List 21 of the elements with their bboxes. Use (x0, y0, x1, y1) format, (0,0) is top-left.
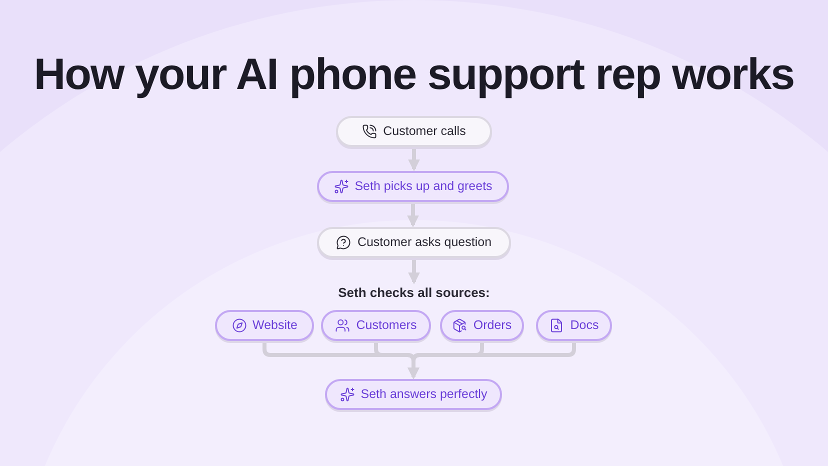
title: How your AI phone support rep works (32, 49, 796, 101)
arrow (407, 202, 419, 228)
step-pill (325, 379, 502, 410)
step-label: Customer asks question (357, 234, 492, 252)
step-pill (336, 116, 492, 147)
step-label: Seth picks up and greets (354, 178, 492, 196)
section-label: Seth checks all sources: (314, 284, 514, 302)
step-label: Website (252, 317, 298, 334)
step-pill (536, 310, 612, 341)
arrow (408, 147, 420, 172)
step-pill (215, 310, 314, 341)
arrow (408, 258, 420, 284)
step-label: Customer calls (383, 123, 466, 140)
step-pill (440, 310, 524, 341)
step-label: Docs (570, 317, 599, 334)
step-pill (321, 310, 431, 341)
step-label: Orders (473, 317, 512, 334)
step-pill (317, 227, 511, 258)
step-label: Seth answers perfectly (360, 386, 488, 404)
step-pill (317, 171, 509, 202)
step-label: Customers (356, 317, 417, 334)
